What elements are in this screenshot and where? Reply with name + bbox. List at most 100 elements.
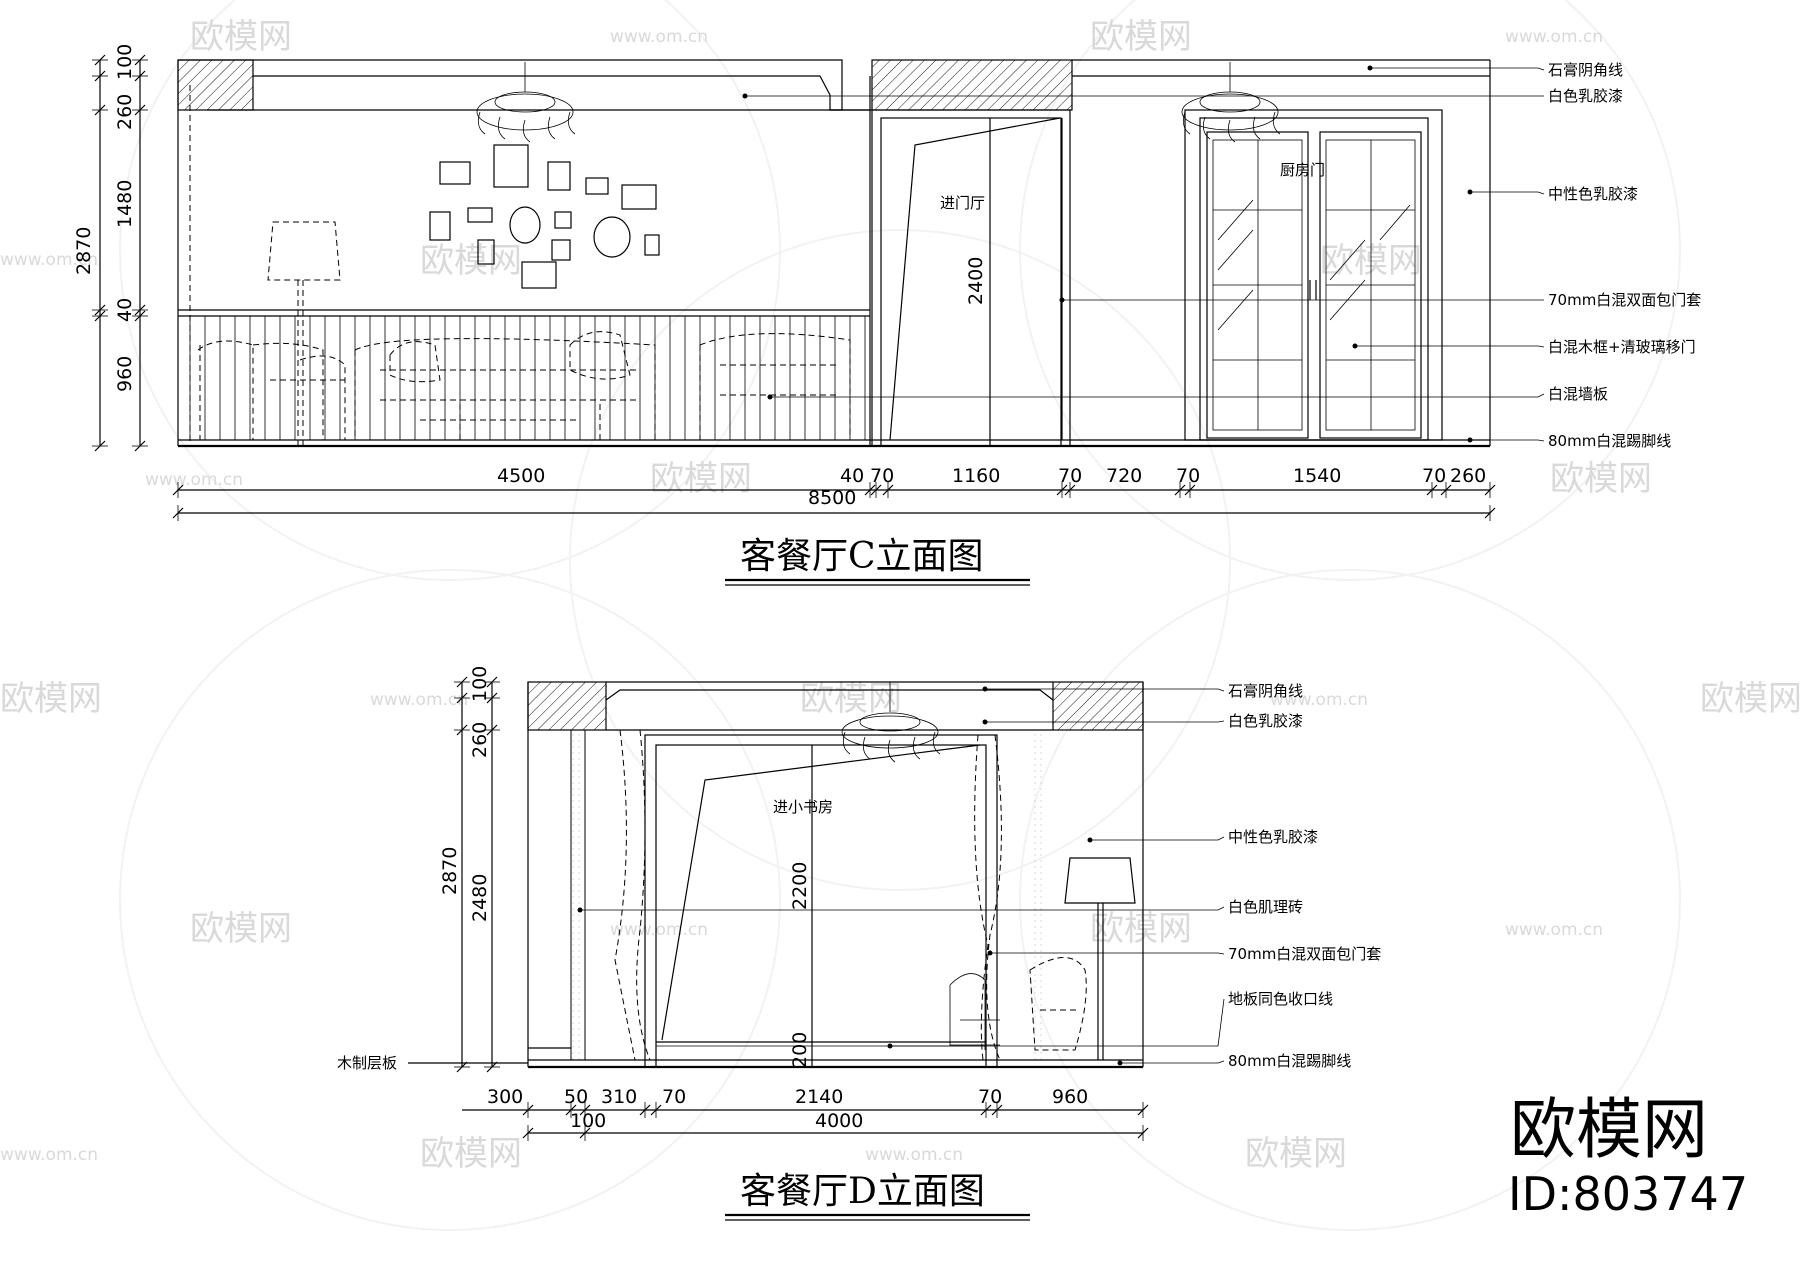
floor-dim: 200 bbox=[789, 1032, 811, 1068]
material-note: 70mm白混双面包门套 bbox=[1228, 945, 1381, 963]
leader-line bbox=[985, 720, 1225, 723]
material-note: 地板同色收口线 bbox=[1228, 990, 1333, 1008]
material-note: 中性色乳胶漆 bbox=[1228, 828, 1318, 846]
watermark-brand: 欧模网 bbox=[1090, 17, 1192, 57]
study-label: 进小书房 bbox=[773, 798, 833, 816]
material-note: 白混木框+清玻璃移门 bbox=[1548, 338, 1696, 356]
ceiling-beam bbox=[527, 681, 607, 731]
floor-lamp bbox=[267, 221, 341, 446]
watermark-url: www.om.cn bbox=[1505, 27, 1603, 47]
chandelier bbox=[841, 682, 941, 763]
material-note: 80mm白混踢脚线 bbox=[1228, 1052, 1351, 1070]
material-note: 80mm白混踢脚线 bbox=[1548, 432, 1671, 450]
width-dim: 70 bbox=[1422, 465, 1446, 487]
chandelier bbox=[476, 62, 576, 143]
elevation-d: 进小书房 2200 200 bbox=[337, 666, 1381, 1221]
width-dim: 70 bbox=[978, 1086, 1002, 1108]
entrance-label: 进门厅 bbox=[940, 194, 985, 212]
leader-line bbox=[1090, 836, 1225, 841]
curtains bbox=[614, 729, 1002, 1061]
watermark-brand: 欧模网 bbox=[420, 241, 522, 281]
dimension-horizontal: 300 50 310 70 2140 70 960 100 4000 bbox=[462, 1086, 1149, 1141]
watermark-brand: 欧模网 bbox=[190, 17, 292, 57]
brick-column bbox=[1032, 730, 1046, 1060]
watermark-brand: 欧模网 bbox=[800, 679, 902, 719]
leader-line bbox=[1370, 67, 1545, 71]
armchair bbox=[1029, 957, 1087, 1051]
leader-line bbox=[1470, 191, 1545, 195]
total-width-dim: 8500 bbox=[808, 487, 856, 509]
cornice-line bbox=[253, 75, 872, 111]
material-note: 白色乳胶漆 bbox=[1228, 712, 1303, 730]
watermark-brand: 欧模网 bbox=[1090, 909, 1192, 949]
height-dim: 260 bbox=[469, 722, 491, 758]
watermark-url: www.om.cn bbox=[0, 1145, 98, 1165]
sofa-set bbox=[197, 331, 851, 440]
watermark-id: ID:803747 bbox=[1508, 1167, 1748, 1221]
width-dim: 70 bbox=[662, 1086, 686, 1108]
material-note: 石膏阴角线 bbox=[1228, 682, 1303, 700]
leader-line bbox=[770, 393, 1545, 398]
height-dim: 2480 bbox=[469, 874, 491, 922]
leader-line bbox=[1355, 345, 1545, 348]
total-height-dim: 2870 bbox=[73, 227, 95, 275]
width-dim: 1160 bbox=[952, 465, 1000, 487]
watermark-url: www.om.cn bbox=[0, 250, 98, 270]
width-dim: 40 bbox=[840, 465, 864, 487]
material-note: 石膏阴角线 bbox=[1548, 61, 1623, 79]
width-dim: 310 bbox=[601, 1086, 637, 1108]
elevation-c-title: 客餐厅C立面图 bbox=[740, 536, 984, 577]
watermark-brand: 欧模网 bbox=[650, 459, 752, 499]
watermark-url: www.om.cn bbox=[865, 1145, 963, 1165]
watermark-url: www.om.cn bbox=[1270, 690, 1368, 710]
ceiling-beam bbox=[871, 59, 1073, 111]
total-width-dim: 4000 bbox=[815, 1110, 863, 1132]
width-dim: 70 bbox=[870, 465, 894, 487]
height-dim: 100 bbox=[469, 666, 491, 702]
elevation-d-title: 客餐厅D立面图 bbox=[740, 1171, 985, 1212]
leader-line bbox=[1470, 439, 1545, 442]
material-note: 70mm白混双面包门套 bbox=[1548, 291, 1701, 309]
left-note: 木制层板 bbox=[337, 1054, 397, 1072]
material-note: 白混墙板 bbox=[1548, 385, 1608, 403]
leader-line bbox=[890, 998, 1225, 1047]
door-height-dim: 2400 bbox=[965, 257, 987, 305]
picture-frame-gallery bbox=[429, 144, 660, 289]
material-note: 中性色乳胶漆 bbox=[1548, 185, 1638, 203]
height-dim: 960 bbox=[114, 356, 136, 392]
watermark-logo: 欧模网 bbox=[1510, 1091, 1708, 1168]
study-doorway: 进小书房 2200 200 bbox=[644, 734, 998, 1068]
watermark-url: www.om.cn bbox=[370, 690, 468, 710]
door-height-dim: 2200 bbox=[789, 862, 811, 910]
elevation-c: 进门厅 2400 厨房门 bbox=[73, 44, 1701, 586]
watermark-url: www.om.cn bbox=[610, 920, 708, 940]
ceiling-beam bbox=[177, 59, 254, 111]
width-dim: 70 bbox=[1058, 465, 1082, 487]
width-dim: 300 bbox=[487, 1086, 523, 1108]
cornice-line bbox=[605, 689, 1054, 701]
brick-column bbox=[570, 729, 586, 1061]
kitchen-door-label: 厨房门 bbox=[1280, 161, 1325, 179]
dimension-vertical: 2870 100 260 2480 bbox=[439, 666, 500, 1073]
watermark-brand: 欧模网 bbox=[0, 679, 102, 719]
material-note: 白色乳胶漆 bbox=[1548, 87, 1623, 105]
width-dim: 720 bbox=[1106, 465, 1142, 487]
total-height-dim: 2870 bbox=[439, 847, 461, 895]
chandelier bbox=[1181, 62, 1281, 143]
floor-lamp bbox=[1064, 857, 1136, 1060]
ceiling-line bbox=[178, 59, 843, 111]
watermark-layer: 欧模网 欧模网 www.om.cn www.om.cn 欧模网 欧模网 www.… bbox=[0, 0, 1800, 1231]
watermark-brand: 欧模网 bbox=[1550, 459, 1652, 499]
watermark-brand: 欧模网 bbox=[190, 909, 292, 949]
width-dim: 4500 bbox=[497, 465, 545, 487]
width-dim: 1540 bbox=[1293, 465, 1341, 487]
width-dim: 70 bbox=[1176, 465, 1200, 487]
material-notes: 石膏阴角线白色乳胶漆中性色乳胶漆白色肌理砖70mm白混双面包门套地板同色收口线8… bbox=[577, 682, 1381, 1070]
width-dim: 960 bbox=[1052, 1086, 1088, 1108]
height-dim: 260 bbox=[114, 94, 136, 130]
entrance-door: 进门厅 2400 bbox=[871, 109, 1071, 447]
sub-dim: 100 bbox=[570, 1110, 606, 1132]
